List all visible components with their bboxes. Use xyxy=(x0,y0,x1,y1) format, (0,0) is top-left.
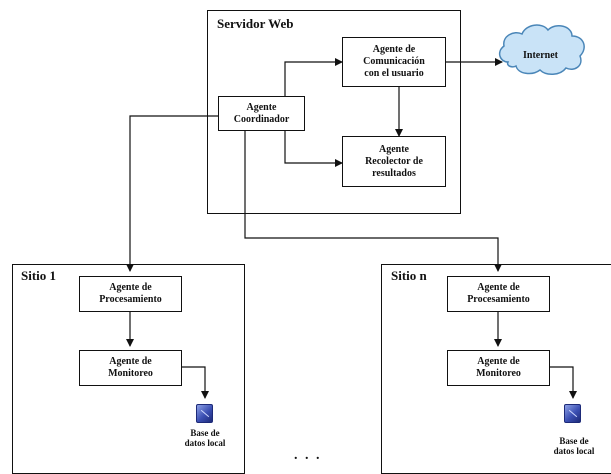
agente-comunicacion-box: Agente de Comunicación con el usuario xyxy=(342,37,446,87)
sitio-n-title: Sitio n xyxy=(391,268,427,283)
sitio-1-procesamiento-box: Agente de Procesamiento xyxy=(79,276,182,312)
agente-recolector-line3: resultados xyxy=(372,167,416,179)
architecture-diagram: Servidor Web Agente Coordinador Agente d… xyxy=(0,0,611,464)
sitio-1-database-icon xyxy=(196,404,213,423)
sitio-n-procesamiento-box: Agente de Procesamiento xyxy=(447,276,550,312)
sitio-1-monitoreo-line2: Monitoreo xyxy=(108,368,153,379)
sitio-n-procesamiento-line2: Procesamiento xyxy=(467,294,530,305)
sitio-n-procesamiento-line1: Agente de xyxy=(477,282,520,293)
agente-recolector-box: Agente Recolector de resultados xyxy=(342,136,446,187)
sitio-1-db-line1: Base de xyxy=(190,428,220,438)
sitio-1-db-line2: datos local xyxy=(184,438,226,448)
agente-recolector-line2: Recolector de xyxy=(365,155,423,167)
sitio-n-database-label: Base de datos local xyxy=(547,436,601,456)
sitio-1-database-label: Base de datos local xyxy=(178,428,232,448)
arrow-coordinador-comunicacion xyxy=(281,58,343,104)
agente-coordinador-box: Agente Coordinador xyxy=(218,96,305,131)
internet-label: Internet xyxy=(523,50,558,61)
sitio-1-procesamiento-line1: Agente de xyxy=(109,282,152,293)
more-sites-ellipsis: . . . xyxy=(294,448,322,463)
agente-coordinador-line1: Agente xyxy=(246,101,277,113)
agente-comunicacion-line2: Comunicación xyxy=(363,56,425,67)
sitio-1-title: Sitio 1 xyxy=(21,268,57,283)
agente-recolector-line1: Agente xyxy=(379,143,409,155)
sitio-1-procesamiento-line2: Procesamiento xyxy=(99,294,162,305)
agente-comunicacion-line1: Agente de xyxy=(372,44,416,55)
servidor-web-title: Servidor Web xyxy=(217,16,294,31)
sitio-1-monitoreo-box: Agente de Monitoreo xyxy=(79,350,182,386)
arrow-coordinador-sitio1 xyxy=(126,112,225,272)
sitio-1-monitoreo-line1: Agente de xyxy=(109,356,152,367)
arrow-monitoreo-db-n xyxy=(543,363,577,399)
servidor-web-group xyxy=(207,10,461,214)
cloud-shape xyxy=(498,24,585,75)
sitio-n-monitoreo-line2: Monitoreo xyxy=(476,368,521,379)
arrow-monitoreo-db-1 xyxy=(175,363,209,399)
agente-comunicacion-line3: con el usuario xyxy=(364,68,424,79)
sitio-n-monitoreo-line1: Agente de xyxy=(477,356,520,367)
sitio-n-database-icon xyxy=(564,404,581,423)
arrow-coordinador-sition xyxy=(241,124,502,272)
sitio-n-db-line1: Base de xyxy=(559,436,589,446)
sitio-n-monitoreo-box: Agente de Monitoreo xyxy=(447,350,550,386)
connectors xyxy=(126,24,585,399)
agente-coordinador-line2: Coordinador xyxy=(233,113,290,125)
sitio-n-db-line2: datos local xyxy=(553,446,595,456)
